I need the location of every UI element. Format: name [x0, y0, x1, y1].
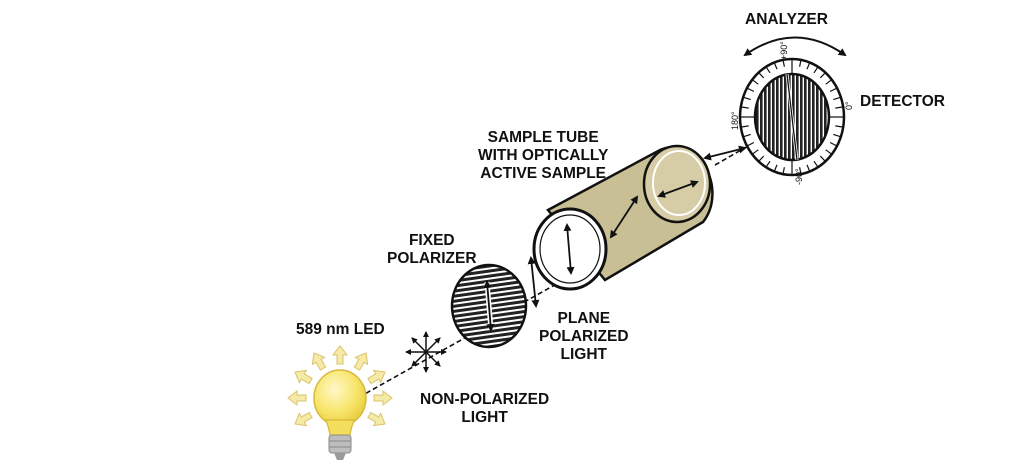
dial-tick — [825, 79, 833, 85]
light-ray-icon — [294, 369, 313, 385]
light-ray-icon — [287, 389, 307, 407]
light-ray-icon — [353, 352, 369, 371]
fixed-polarizer-label: FIXED POLARIZER — [387, 232, 477, 268]
light-ray-icon — [367, 411, 386, 427]
plane-polarized-label-line-3: LIGHT — [560, 346, 608, 363]
sample-tube-label-line-3: ACTIVE SAMPLE — [480, 165, 607, 182]
dial-tick — [825, 149, 833, 155]
dial-tick — [813, 160, 819, 168]
non-polarized-label-line-2: LIGHT — [461, 409, 508, 426]
dial-tick — [765, 160, 771, 168]
dial-label-plus90: +90° — [779, 41, 789, 60]
dial-tick — [819, 72, 826, 79]
dial-label-180: 180° — [730, 111, 740, 130]
dial-tick — [758, 72, 765, 79]
dial-tick — [740, 125, 749, 128]
sample-tube-label-line-2: WITH OPTICALLY — [478, 147, 609, 164]
sample-tube-label: SAMPLE TUBE WITH OPTICALLY ACTIVE SAMPLE — [478, 129, 608, 183]
fixed-polarizer-disk — [450, 263, 528, 349]
dial-tick — [835, 125, 844, 128]
rotated-light-arrow — [703, 145, 747, 161]
dial-tick — [751, 149, 759, 155]
dial-tick — [773, 62, 778, 70]
dial-tick — [829, 141, 838, 147]
light-ray-icon — [367, 369, 386, 385]
led-bulb-icon — [287, 345, 393, 460]
dial-tick — [835, 106, 844, 109]
dial-tick — [746, 87, 755, 93]
dial-tick — [746, 141, 755, 147]
dial-tick — [765, 66, 771, 74]
light-ray-icon — [294, 411, 313, 427]
detector-label: DETECTOR — [860, 93, 945, 110]
dial-label-minus90: -90° — [794, 168, 804, 185]
plane-polarized-label-line-2: POLARIZED — [539, 328, 629, 345]
dial-tick — [742, 96, 751, 101]
non-polarized-label-line-1: NON-POLARIZED — [420, 391, 550, 408]
dial-tick — [782, 167, 785, 175]
fixed-polarizer-label-line-2: POLARIZER — [387, 250, 477, 267]
dial-tick — [799, 59, 802, 67]
analyzer-dial — [738, 57, 846, 177]
dial-label-zero: 0° — [844, 101, 854, 110]
plane-polarized-label: PLANE POLARIZED LIGHT — [539, 310, 629, 364]
dial-tick — [819, 155, 826, 162]
dial-tick — [833, 96, 842, 101]
dial-tick — [833, 133, 842, 138]
dial-tick — [751, 79, 759, 85]
dial-tick — [740, 106, 749, 109]
dial-tick — [813, 66, 819, 74]
dial-tick — [806, 164, 811, 172]
light-ray-icon — [331, 345, 349, 365]
sample-tube-label-line-1: SAMPLE TUBE — [487, 129, 599, 146]
dial-tick — [806, 62, 811, 70]
plane-polarized-label-line-1: PLANE — [557, 310, 611, 327]
non-polarized-light-icon — [405, 331, 447, 373]
dial-tick — [758, 155, 765, 162]
dial-tick — [782, 59, 785, 67]
dial-tick — [829, 87, 838, 93]
dial-tick — [773, 164, 778, 172]
non-polarized-label: NON-POLARIZED LIGHT — [420, 391, 549, 427]
analyzer-label: ANALYZER — [745, 11, 828, 28]
light-ray-icon — [373, 389, 393, 407]
plane-polarized-arrow — [527, 256, 540, 308]
fixed-polarizer-label-line-1: FIXED — [408, 232, 455, 249]
light-ray-icon — [311, 352, 327, 371]
rotation-arc-icon — [743, 36, 847, 57]
sample-tube — [532, 144, 714, 291]
dial-tick — [799, 167, 802, 175]
dial-tick — [742, 133, 751, 138]
led-label: 589 nm LED — [296, 321, 385, 338]
